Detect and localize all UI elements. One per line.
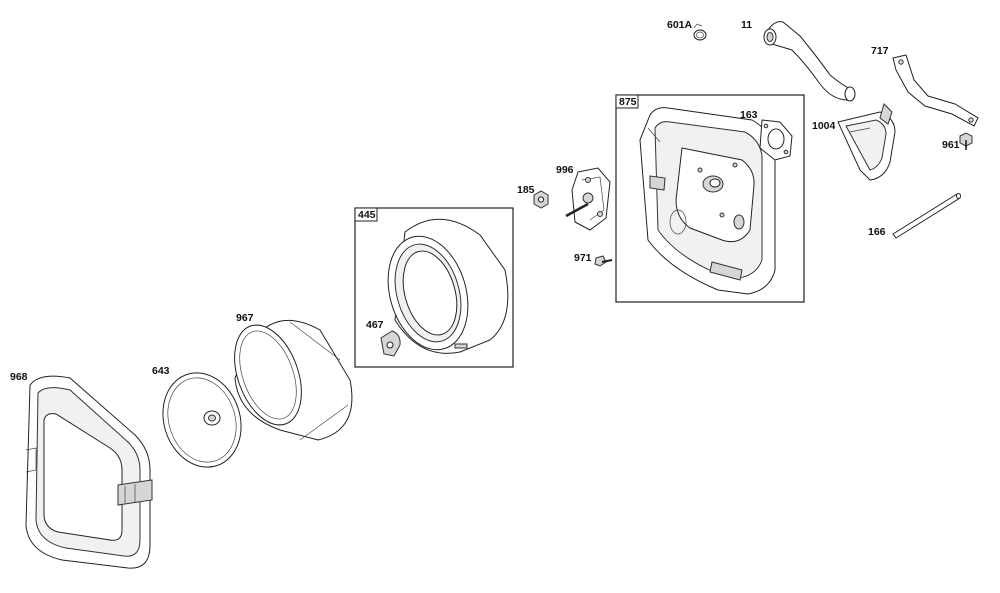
pre-cleaner-967 bbox=[234, 319, 353, 441]
callout-163: 163 bbox=[740, 109, 758, 121]
intake-elbow-1004 bbox=[837, 103, 896, 181]
assembly-box-875 bbox=[615, 94, 805, 303]
callout-643: 643 bbox=[152, 365, 170, 377]
gasket-163 bbox=[759, 119, 793, 161]
filter-plate-643 bbox=[162, 372, 242, 468]
callout-601A: 601A bbox=[667, 19, 693, 31]
nut-185 bbox=[533, 190, 549, 209]
rod-166 bbox=[892, 193, 961, 239]
screw-961 bbox=[959, 132, 973, 150]
callout-11: 11 bbox=[741, 19, 752, 31]
clamp-601A bbox=[693, 23, 707, 41]
air-filter-cover-968 bbox=[25, 375, 153, 569]
screw-971 bbox=[594, 255, 613, 267]
callout-1004: 1004 bbox=[812, 120, 836, 132]
callout-996: 996 bbox=[556, 164, 574, 176]
callout-971: 971 bbox=[574, 252, 592, 264]
callout-968: 968 bbox=[10, 371, 28, 383]
breather-tube-11 bbox=[763, 21, 856, 102]
callout-717: 717 bbox=[871, 45, 889, 57]
callout-labels: 601A 11 717 875 163 1004 961 996 185 445… bbox=[10, 19, 960, 383]
callout-961: 961 bbox=[942, 139, 960, 151]
callout-875: 875 bbox=[619, 96, 637, 108]
bracket-717 bbox=[892, 54, 979, 127]
callout-445: 445 bbox=[358, 209, 376, 221]
callout-967: 967 bbox=[236, 312, 254, 324]
callout-467: 467 bbox=[366, 319, 384, 331]
bracket-996 bbox=[565, 167, 611, 231]
callout-185: 185 bbox=[517, 184, 535, 196]
callout-166: 166 bbox=[868, 226, 886, 238]
assembly-box-445 bbox=[354, 207, 514, 368]
